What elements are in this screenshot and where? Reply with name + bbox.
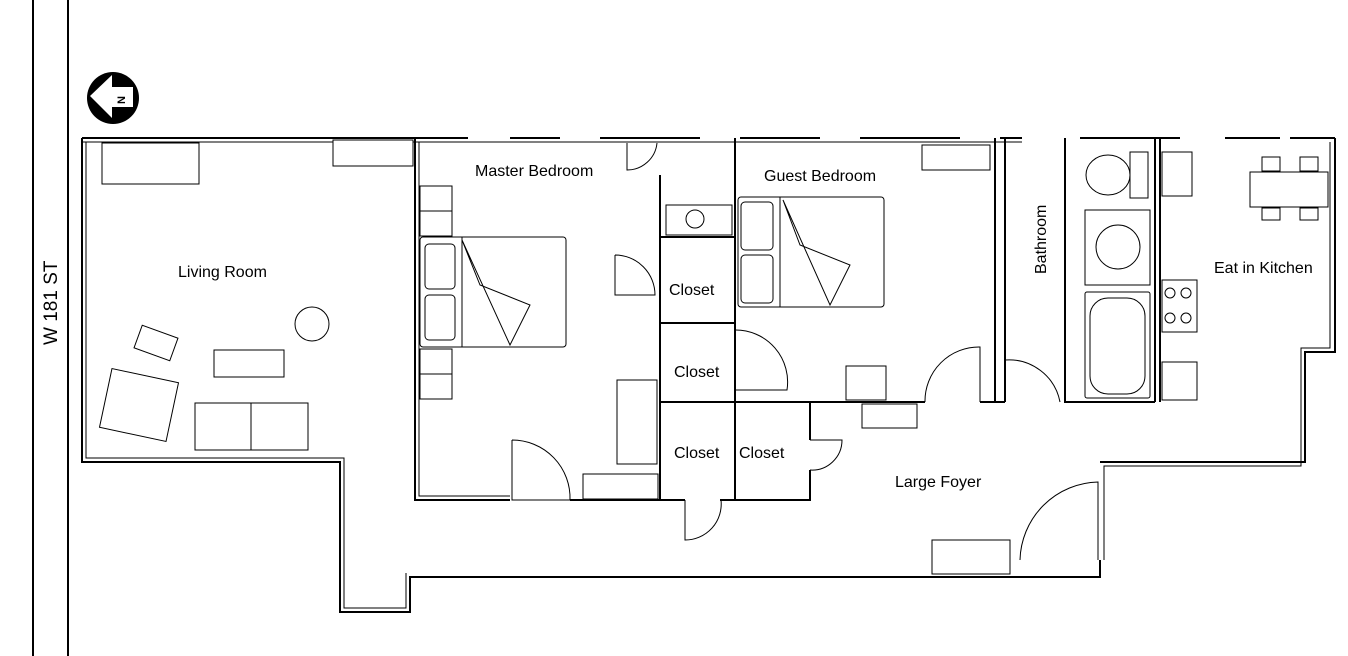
label-closet-1: Closet — [669, 282, 715, 299]
side-table — [294, 306, 330, 342]
kitchen-fixtures — [931, 151, 1329, 575]
living-room-furniture — [98, 139, 414, 451]
interior-walls — [414, 138, 1161, 501]
guest-bedroom-furniture — [737, 144, 991, 429]
label-guest-bedroom: Guest Bedroom — [764, 168, 876, 185]
dining-table — [1249, 171, 1329, 208]
label-foyer: Large Foyer — [895, 474, 982, 491]
street: W 181 ST — [32, 0, 69, 656]
foyer-bench — [931, 539, 1011, 575]
cabinet — [332, 139, 414, 167]
desk — [616, 379, 658, 465]
stove — [1161, 279, 1198, 333]
room-labels: Living Room Master Bedroom Guest Bedroom… — [178, 163, 1313, 491]
nightstand — [845, 365, 887, 401]
coffee-table — [213, 349, 285, 378]
label-master-bedroom: Master Bedroom — [475, 163, 593, 180]
north-compass-icon: N — [87, 72, 139, 124]
label-living-room: Living Room — [178, 264, 267, 281]
doors — [511, 142, 1099, 561]
label-closet-2: Closet — [674, 364, 720, 381]
ottoman — [133, 324, 179, 362]
dresser — [582, 473, 659, 500]
guest-bed — [737, 196, 885, 308]
foyer-table — [861, 403, 918, 429]
label-kitchen: Eat in Kitchen — [1214, 260, 1313, 277]
media-console — [101, 142, 200, 185]
bathroom-fixtures — [1084, 151, 1151, 399]
label-bathroom: Bathroom — [1033, 205, 1050, 274]
bed — [419, 236, 567, 348]
armchair — [98, 367, 180, 443]
street-label: W 181 ST — [41, 260, 62, 345]
label-closet-4: Closet — [739, 445, 785, 462]
compass-label: N — [116, 96, 128, 104]
kitchen-sink — [1161, 151, 1193, 197]
label-closet-3: Closet — [674, 445, 720, 462]
exterior-walls — [81, 137, 1336, 613]
toilet — [1085, 154, 1131, 196]
guest-dresser — [921, 144, 991, 171]
master-bedroom-furniture — [419, 185, 733, 500]
fridge — [1161, 361, 1198, 401]
